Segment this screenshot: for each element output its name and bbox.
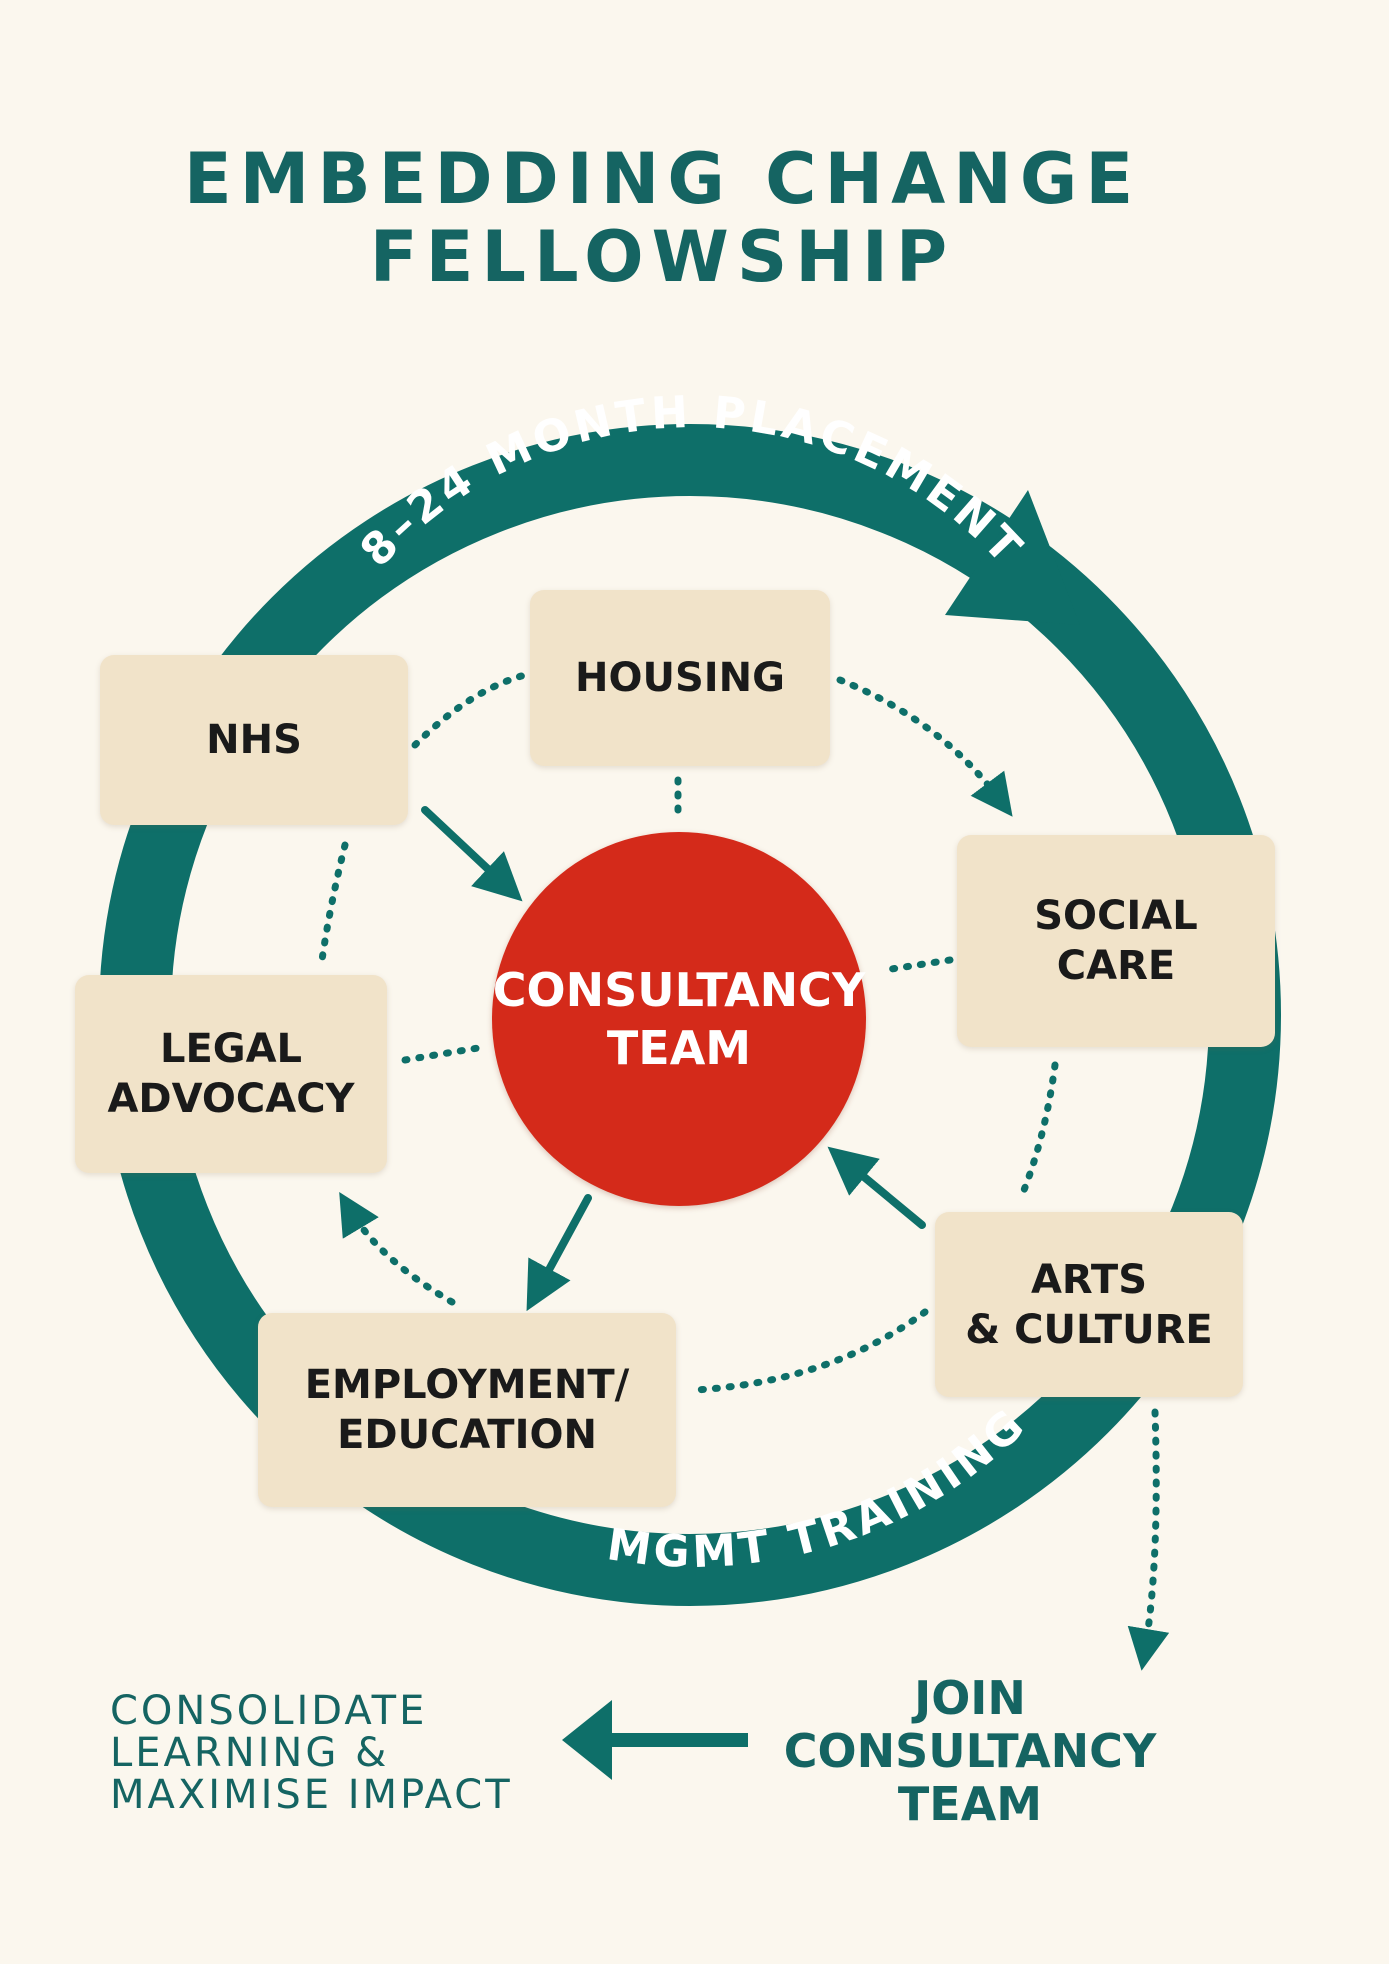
arrow-hub-to-employment	[526, 1194, 592, 1312]
placement-label-arts-culture: ARTS & CULTURE	[965, 1256, 1213, 1353]
placement-label-employment-education: EMPLOYMENT/ EDUCATION	[304, 1362, 630, 1458]
placement-box-employment-education: EMPLOYMENT/ EDUCATION	[258, 1313, 676, 1507]
placement-box-housing: HOUSING	[530, 590, 830, 766]
dotted-connector-arts-join	[1127, 1408, 1170, 1671]
dotted-connector-nhs-housing	[411, 671, 529, 749]
hub-label: CONSULTANCY TEAM	[492, 963, 866, 1075]
title-line-2: FELLOWSHIP	[369, 216, 956, 298]
consultancy-team-hub: CONSULTANCY TEAM	[492, 832, 866, 1206]
placement-box-nhs: NHS	[100, 655, 408, 825]
arrow-arts-to-hub	[827, 1146, 926, 1229]
title-line-1: EMBEDDING CHANGE	[183, 138, 1142, 220]
dotted-connector-arts-employment	[691, 1308, 929, 1394]
consolidate-learning-label: CONSOLIDATE LEARNING & MAXIMISE IMPACT	[110, 1688, 513, 1818]
placement-label-legal-advocacy: LEGAL ADVOCACY	[107, 1026, 355, 1122]
placement-box-arts-culture: ARTS & CULTURE	[935, 1212, 1243, 1397]
ring-arrowhead-icon	[945, 490, 1080, 625]
dotted-connector-nhs-legal	[318, 841, 349, 964]
join-consultancy-team-label: JOIN CONSULTANCY TEAM	[783, 1671, 1157, 1831]
arrow-nhs-to-hub	[421, 806, 523, 902]
dotted-connector-social-arts	[1016, 1061, 1059, 1204]
placement-box-social-care: SOCIAL CARE	[957, 835, 1275, 1047]
dotted-connector-housing-social	[836, 676, 1013, 817]
placement-label-nhs: NHS	[206, 717, 302, 763]
arrow-head-join-to-consolidate-icon	[562, 1700, 612, 1780]
placement-box-legal-advocacy: LEGAL ADVOCACY	[75, 975, 387, 1173]
arrow-shaft-join-to-consolidate	[600, 1733, 748, 1747]
placement-label-social-care: SOCIAL CARE	[1034, 893, 1198, 989]
dotted-connector-legal-hub	[401, 1044, 482, 1064]
page-title: EMBEDDING CHANGE FELLOWSHIP	[0, 140, 1325, 296]
placement-label-housing: HOUSING	[575, 655, 785, 701]
dotted-connector-social-hub	[881, 956, 954, 974]
dotted-connector-employment-legal	[339, 1191, 456, 1306]
